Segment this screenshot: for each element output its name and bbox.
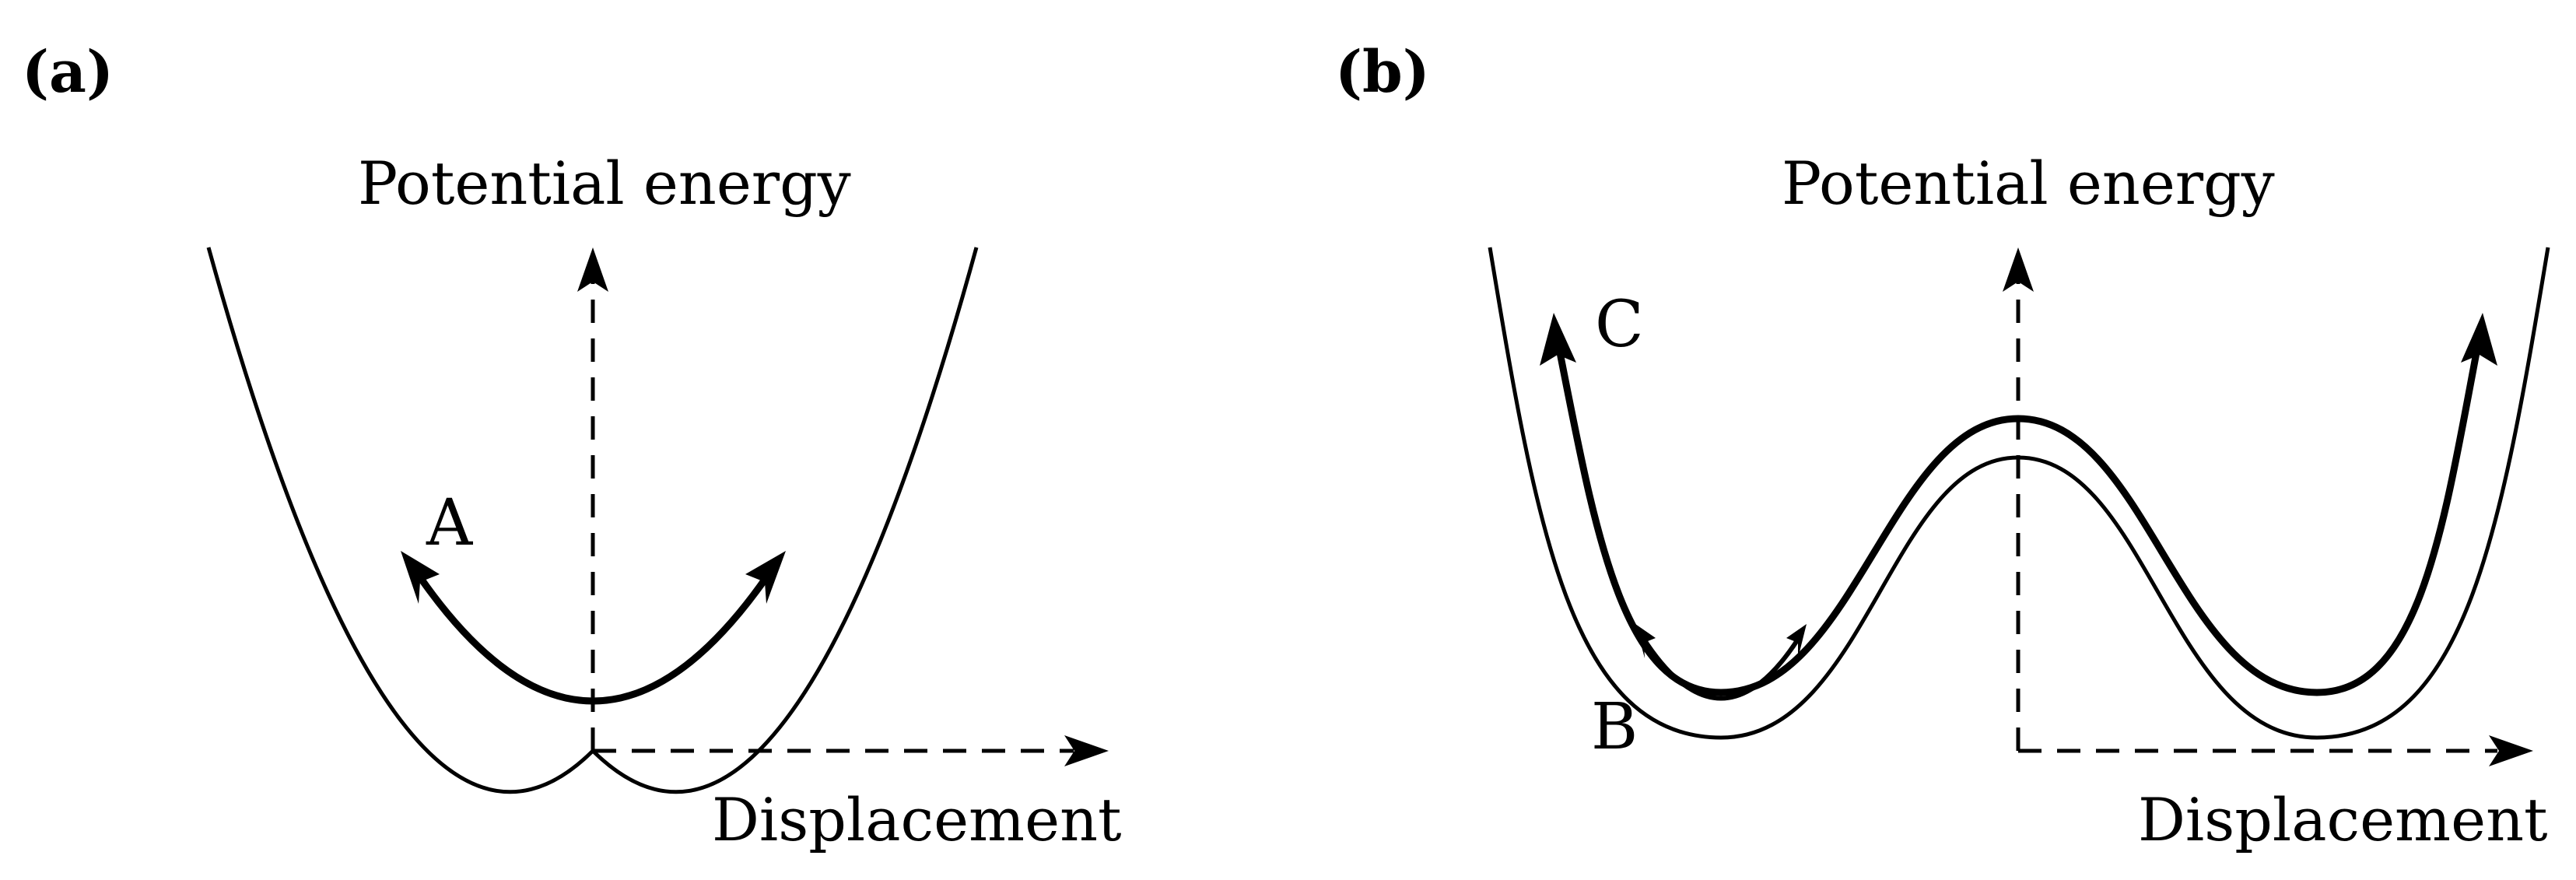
panel-b-arrowhead-b-right (1786, 624, 1807, 658)
panel-a-y-axis-arrowhead (577, 247, 608, 292)
panel-b-label: (b) (1335, 39, 1430, 106)
panel-b-x-axis-label: Displacement (2138, 785, 2548, 854)
panel-b-y-axis-label: Potential energy (1782, 149, 2275, 218)
panel-a-arrowhead-right (745, 551, 786, 604)
panel-a-label: (a) (22, 39, 114, 106)
panel-b-escape-path (1555, 348, 2481, 696)
panel-a-arrowhead-left (401, 551, 440, 604)
panel-b-arrowhead-b-left (1635, 624, 1656, 658)
point-label-a: A (426, 486, 474, 560)
panel-a: (a) Potential energy Displacement A (22, 39, 1122, 854)
panel-b-y-axis-arrowhead (2003, 247, 2034, 292)
panel-b-x-axis-arrowhead (2489, 735, 2533, 766)
panel-b-arrowhead-c (1540, 313, 1576, 366)
panel-a-potential-curve (206, 247, 979, 794)
panel-b: (b) Potential energy Displacement C B (1335, 39, 2550, 854)
panel-b-arrowhead-right (2461, 313, 2497, 366)
panel-a-oscillation-arrow (417, 575, 769, 705)
panel-a-x-axis-arrowhead (1064, 735, 1109, 766)
panel-a-x-axis-label: Displacement (712, 785, 1122, 854)
point-label-c: C (1595, 288, 1644, 362)
panel-b-oscillation-arrow (1641, 636, 1801, 701)
point-label-b: B (1591, 690, 1638, 764)
panel-b-potential-curve (1488, 247, 2550, 740)
panel-a-y-axis-label: Potential energy (358, 149, 851, 218)
